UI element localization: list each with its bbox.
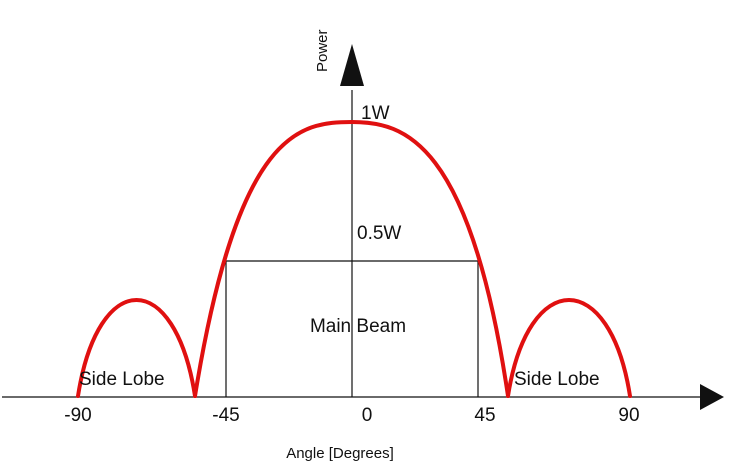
x-tick-label: -90: [64, 405, 91, 426]
right-side-lobe-label: Side Lobe: [514, 369, 600, 390]
x-axis-arrow-icon: [700, 384, 724, 410]
half-power-label: 0.5W: [357, 223, 401, 244]
x-tick-label: 90: [618, 405, 639, 426]
x-tick-label: -45: [212, 405, 239, 426]
left-side-lobe-curve: [76, 298, 197, 398]
y-axis-arrow-icon: [340, 44, 364, 86]
x-tick-label: 45: [474, 405, 495, 426]
y-axis-title: Power: [314, 29, 331, 72]
peak-power-label: 1W: [361, 103, 390, 124]
left-side-lobe-label: Side Lobe: [79, 369, 165, 390]
x-axis-title: Angle [Degrees]: [286, 445, 394, 462]
x-tick-label: 0: [362, 405, 373, 426]
right-side-lobe-curve: [506, 298, 632, 398]
main-beam-label: Main Beam: [310, 316, 406, 337]
main-beam-curve: [193, 120, 510, 398]
